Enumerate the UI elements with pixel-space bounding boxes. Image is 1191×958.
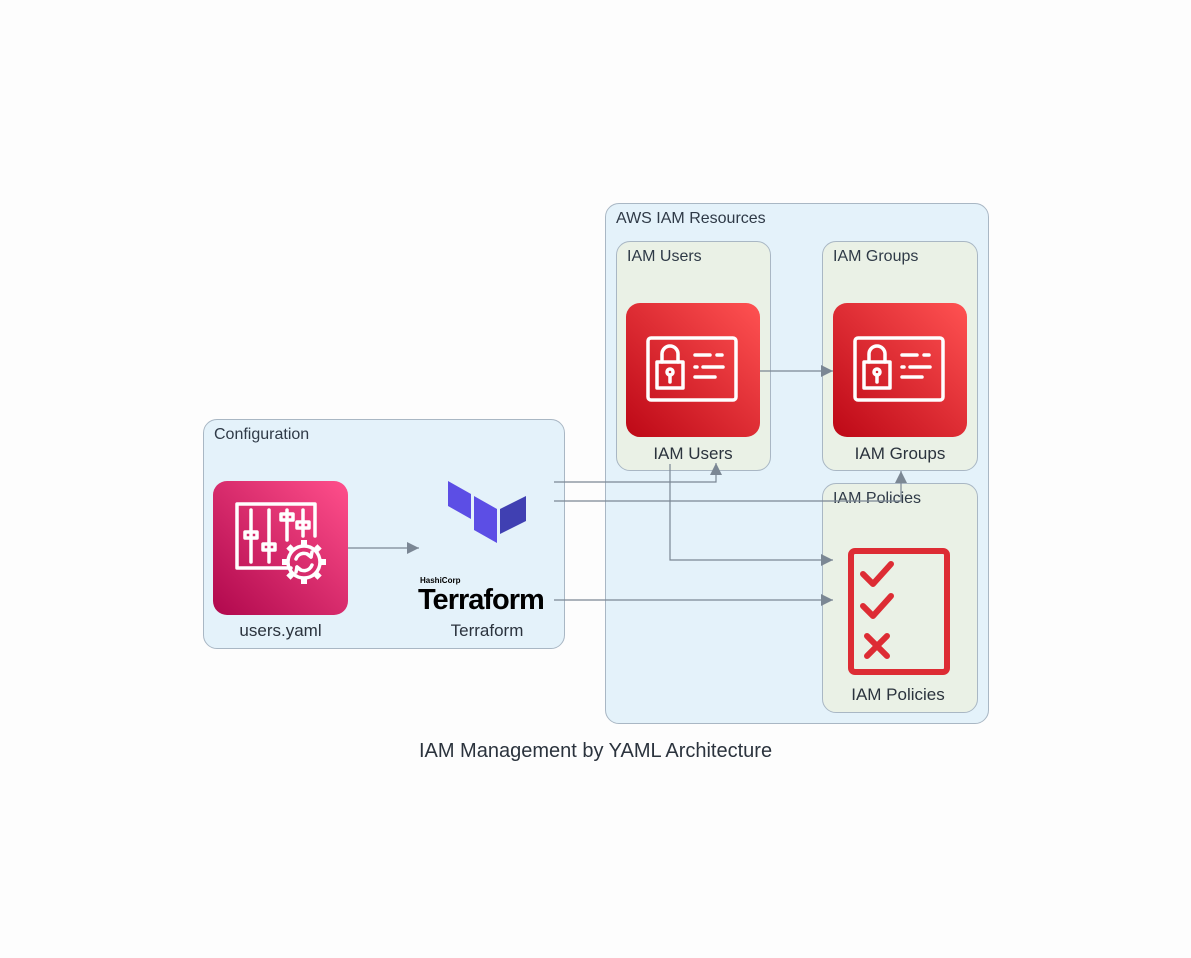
node-label-iam-users: IAM Users xyxy=(653,444,733,463)
node-label-iam-groups: IAM Groups xyxy=(854,444,946,463)
node-label-terraform: Terraform xyxy=(450,621,524,640)
edge-terraform-to-iam-users xyxy=(554,463,722,483)
edge-iam-users-to-iam-policies xyxy=(669,464,833,566)
node-label-users-yaml: users.yaml xyxy=(239,621,322,640)
cluster-label-configuration: Configuration xyxy=(214,426,310,443)
cluster-label-iam-users: IAM Users xyxy=(627,248,702,265)
policy-checklist-icon xyxy=(848,548,950,675)
diagram-title: IAM Management by YAML Architecture xyxy=(418,740,773,762)
edge-terraform-to-iam-groups xyxy=(554,471,907,502)
iam-identity-card-icon xyxy=(626,303,760,437)
config-settings-icon xyxy=(213,481,348,615)
terraform-logo-small-text: HashiCorp xyxy=(420,576,461,585)
cluster-label-aws-iam-resources: AWS IAM Resources xyxy=(616,210,766,227)
terraform-logo-icon xyxy=(448,481,526,543)
cluster-iam-policies: IAM Policies xyxy=(822,483,978,713)
node-label-iam-policies: IAM Policies xyxy=(851,685,945,704)
cluster-label-iam-groups: IAM Groups xyxy=(833,248,919,265)
terraform-logo-big-text: Terraform xyxy=(418,584,545,616)
iam-identity-card-icon xyxy=(833,303,967,437)
cluster-label-iam-policies: IAM Policies xyxy=(833,490,922,507)
